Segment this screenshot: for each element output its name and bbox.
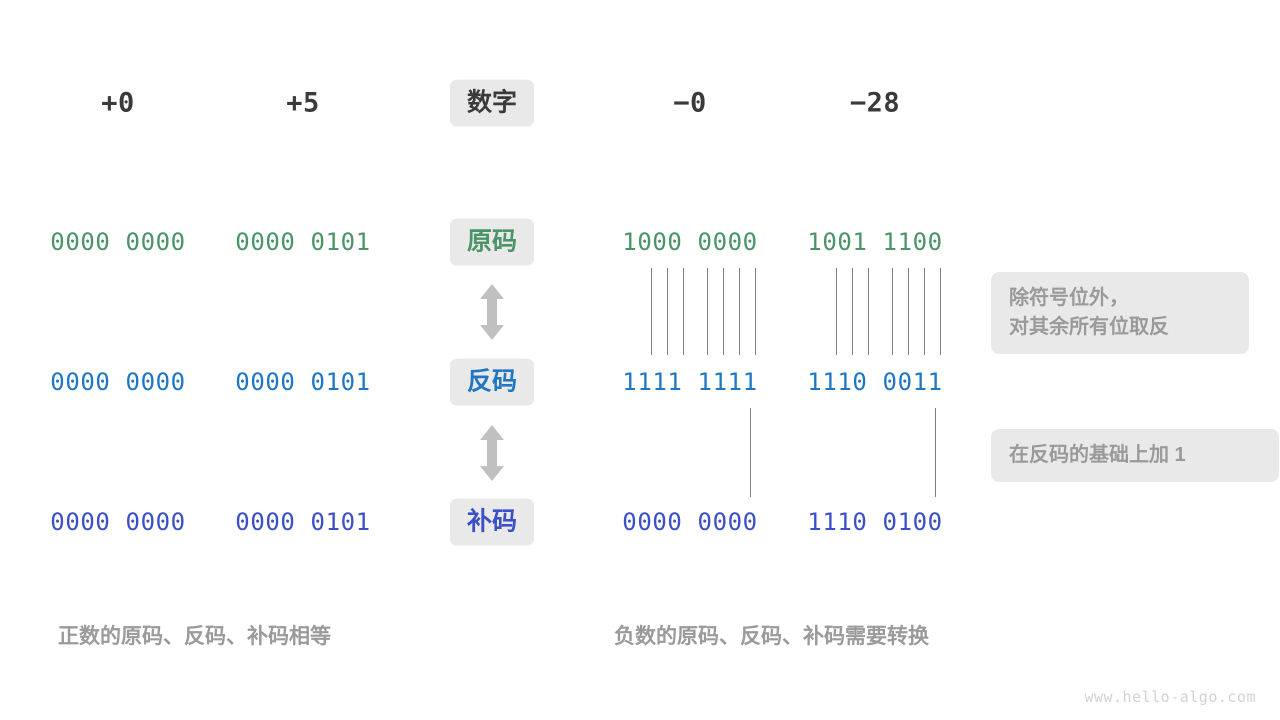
column-header-minus-twentyeight: −28 bbox=[849, 87, 901, 119]
connector-tick-invert bbox=[892, 268, 893, 355]
connector-tick-invert bbox=[940, 268, 941, 355]
caption-positive-equal: 正数的原码、反码、补码相等 bbox=[58, 625, 331, 648]
connector-tick-carry bbox=[935, 408, 936, 497]
bits-yuanma-minus-zero: 1000 0000 bbox=[622, 228, 758, 256]
connector-tick-invert bbox=[683, 268, 684, 355]
bits-buma-minus-twentyeight: 1110 0100 bbox=[807, 508, 943, 536]
note-add-one: 在反码的基础上加 1 bbox=[991, 429, 1279, 482]
connector-tick-invert bbox=[908, 268, 909, 355]
double-arrow-yuanma-to-fanma bbox=[479, 284, 505, 340]
double-arrow-fanma-to-buma bbox=[479, 425, 505, 481]
bits-yuanma-minus-twentyeight: 1001 1100 bbox=[807, 228, 943, 256]
connector-tick-invert bbox=[868, 268, 869, 355]
connector-tick-invert bbox=[924, 268, 925, 355]
caption-negative-convert: 负数的原码、反码、补码需要转换 bbox=[614, 625, 929, 648]
bits-buma-plus-zero: 0000 0000 bbox=[50, 508, 186, 536]
bits-buma-plus-five: 0000 0101 bbox=[235, 508, 371, 536]
bits-fanma-plus-five: 0000 0101 bbox=[235, 368, 371, 396]
connector-tick-carry bbox=[750, 408, 751, 497]
bits-fanma-plus-zero: 0000 0000 bbox=[50, 368, 186, 396]
bits-yuanma-plus-five: 0000 0101 bbox=[235, 228, 371, 256]
connector-tick-invert bbox=[707, 268, 708, 355]
connector-tick-invert bbox=[836, 268, 837, 355]
badge-number-header: 数字 bbox=[449, 79, 535, 127]
column-header-minus-zero: −0 bbox=[673, 87, 707, 119]
connector-tick-invert bbox=[739, 268, 740, 355]
double-arrow-icon bbox=[480, 284, 504, 340]
connector-tick-invert bbox=[651, 268, 652, 355]
bits-fanma-minus-zero: 1111 1111 bbox=[622, 368, 758, 396]
bits-fanma-minus-twentyeight: 1110 0011 bbox=[807, 368, 943, 396]
connector-tick-invert bbox=[667, 268, 668, 355]
watermark-url: www.hello-algo.com bbox=[1084, 688, 1256, 706]
row-label-buma: 补码 bbox=[449, 498, 535, 546]
note-invert-bits: 除符号位外， 对其余所有位取反 bbox=[991, 272, 1249, 354]
column-header-plus-zero: +0 bbox=[101, 87, 135, 119]
connector-tick-invert bbox=[755, 268, 756, 355]
column-header-plus-five: +5 bbox=[286, 87, 320, 119]
bits-buma-minus-zero: 0000 0000 bbox=[622, 508, 758, 536]
double-arrow-icon bbox=[480, 425, 504, 481]
connector-tick-invert bbox=[723, 268, 724, 355]
row-label-yuanma: 原码 bbox=[449, 218, 535, 266]
connector-tick-invert bbox=[852, 268, 853, 355]
bits-yuanma-plus-zero: 0000 0000 bbox=[50, 228, 186, 256]
row-label-fanma: 反码 bbox=[449, 358, 535, 406]
